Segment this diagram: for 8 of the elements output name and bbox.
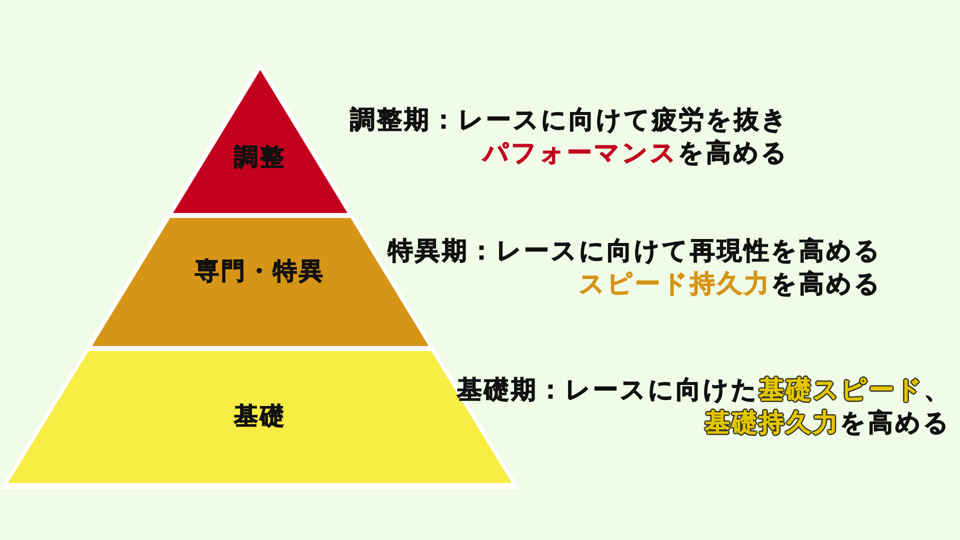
tier-description: 基礎期：レースに向けた基礎スピード、基礎持久力を高める <box>456 374 951 439</box>
tier-description: 特異期：レースに向けて再現性を高めるスピード持久力を高める <box>386 235 882 300</box>
tier-label: 基礎 <box>234 404 286 428</box>
pyramid-tier <box>8 351 512 483</box>
tier-label: 調整 <box>234 145 286 169</box>
pyramid-tier <box>172 70 348 213</box>
tier-description: 調整期：レースに向けて疲労を抜きパフォーマンスを高める <box>349 104 789 169</box>
tier-label: 専門・特異 <box>194 259 325 283</box>
